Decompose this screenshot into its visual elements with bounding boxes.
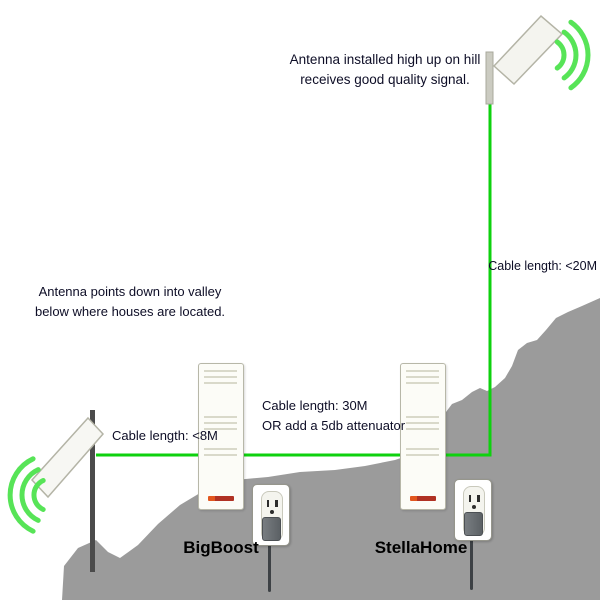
outlet-slot: [266, 500, 269, 507]
spec-sticker: [204, 416, 237, 432]
cable-length-right-label: Cable length: <20M: [488, 259, 597, 273]
spec-sticker: [406, 370, 439, 384]
stellahome-label: StellaHome: [374, 538, 468, 557]
hill-antenna-annotation: Antenna installed high up on hill receiv…: [289, 52, 481, 88]
cable-length-middle-label: Cable length: 30M OR add a 5db attenuato…: [262, 398, 406, 433]
bigboost-label: BigBoost: [183, 538, 259, 557]
power-plug: [464, 512, 483, 536]
hill-antenna: [492, 14, 564, 86]
coax-cable-right: [446, 98, 492, 457]
brand-logo-icon: [208, 496, 234, 501]
power-outlet: [252, 484, 290, 546]
valley-antenna-annotation: Antenna points down into valley below wh…: [34, 284, 226, 319]
hill-signal-waves: [554, 19, 591, 91]
spec-sticker: [204, 370, 237, 384]
stellahome-amplifier: [400, 363, 446, 510]
outlet-ground-hole: [471, 505, 476, 509]
outlet-slot: [477, 495, 480, 502]
terrain-hill: [62, 298, 600, 600]
hill-antenna-mast: [485, 51, 494, 105]
valley-antenna: [30, 416, 105, 499]
valley-antenna-pole: [90, 410, 95, 572]
power-outlet: [454, 479, 492, 541]
cable-length-left-label: Cable length: <8M: [112, 428, 218, 443]
power-cord: [268, 543, 271, 592]
spec-sticker: [406, 448, 439, 460]
spec-sticker: [204, 448, 237, 460]
outlet-ground-hole: [269, 510, 274, 514]
outlet-slot: [468, 495, 471, 502]
outlet-slot: [275, 500, 278, 507]
brand-logo-icon: [410, 496, 436, 501]
power-cord: [470, 538, 473, 590]
spec-sticker: [406, 416, 439, 432]
bigboost-amplifier: [198, 363, 244, 510]
valley-signal-waves: [7, 456, 46, 534]
power-plug: [262, 517, 281, 541]
